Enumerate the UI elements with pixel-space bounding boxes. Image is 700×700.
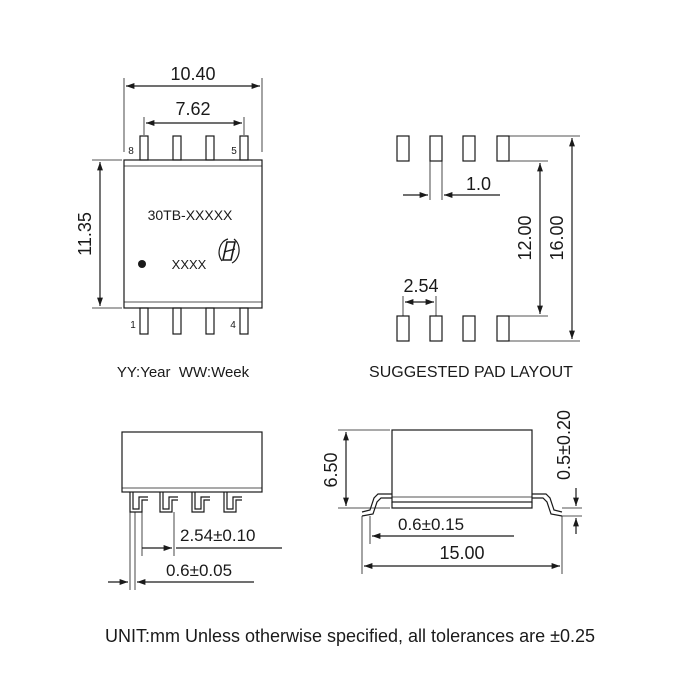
pin-label-1: 1 [130,320,136,331]
dim-pad-pitch-label: 2.54 [403,276,438,296]
part-number: 30TB-XXXXX [148,207,233,223]
pin-4 [239,307,249,335]
top-view: 10.40 7.62 8 5 1 4 30TB-XXXXX XXXX [75,64,263,381]
side-view: 6.50 0.5±0.20 0.6±0.15 15.00 [321,410,582,574]
front-body [121,431,263,493]
side-lead-right [532,493,563,513]
pin1-dot [138,260,146,268]
pin-3 [205,307,215,335]
dim-inner-label: 12.00 [515,215,535,260]
pad-top-3 [462,135,476,162]
top-view-caption: YY:Year WW:Week [117,364,250,381]
dim-lead-thickness-label: 0.6±0.15 [398,515,464,534]
pin-label-8: 8 [128,146,134,157]
component-body [123,159,263,309]
front-lead-3 [191,492,210,513]
brand-logo [218,238,240,264]
date-code: XXXX [172,257,207,272]
front-view: 2.54±0.10 0.6±0.05 [108,431,282,590]
pin-8 [139,135,149,161]
pad-bottom-2 [429,315,443,342]
footer-note: UNIT:mm Unless otherwise specified, all … [105,626,595,646]
pin-5 [239,135,249,161]
pin-6 [205,135,215,161]
pad-layout-view: 1.0 2.54 12.00 16.00 SUGGESTED PAD LAYOU… [369,135,580,381]
pin-label-4: 4 [230,320,236,331]
pad-bottom-1 [396,315,410,342]
pad-top-4 [496,135,510,162]
pad-top-1 [396,135,410,162]
dim-pin-span-label: 7.62 [175,99,210,119]
pad-layout-caption: SUGGESTED PAD LAYOUT [369,364,573,381]
pad-bottom-3 [462,315,476,342]
front-lead-2 [159,492,178,513]
pad-bottom-4 [496,315,510,342]
dim-side-height-label: 6.50 [321,452,341,487]
side-body [391,429,533,503]
pin-2 [172,307,182,335]
pin-7 [172,135,182,161]
dim-overall-label: 15.00 [439,543,484,563]
front-lead-4 [223,492,242,513]
side-lead-left [361,493,392,513]
pin-label-5: 5 [231,146,237,157]
dim-height-label: 11.35 [75,212,95,256]
dim-lead-width-label: 0.6±0.05 [166,561,232,580]
pad-top-2 [429,135,443,162]
pin-1 [139,307,149,335]
dim-width-label: 10.40 [170,64,215,84]
dim-front-pitch-label: 2.54±0.10 [180,526,256,545]
dim-standoff-label: 0.5±0.20 [554,410,574,480]
dim-outer-label: 16.00 [547,215,567,260]
dim-pad-width-label: 1.0 [466,174,491,194]
